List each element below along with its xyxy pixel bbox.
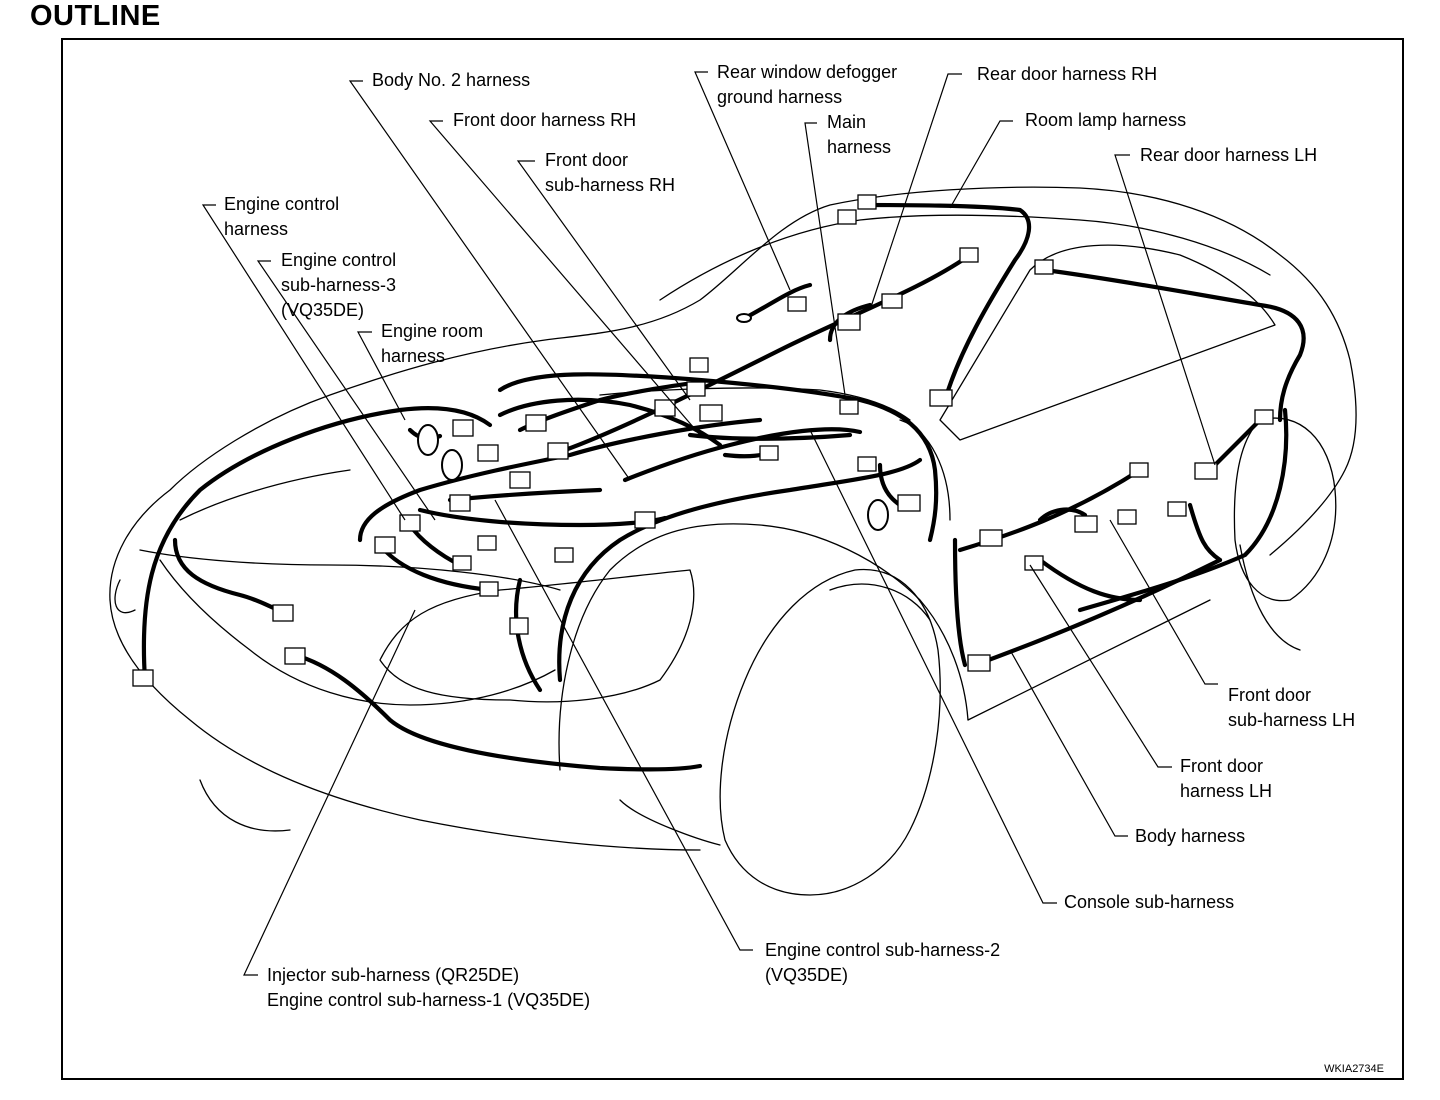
label-front-door-sub-harness-lh: Front door sub-harness LH xyxy=(1228,685,1356,730)
label-main-harness: Main harness xyxy=(827,112,892,157)
page-title: OUTLINE xyxy=(30,0,161,32)
harness-cables xyxy=(141,202,1306,772)
label-console-sub-harness: Console sub-harness xyxy=(1064,892,1235,912)
figure-code: WKIA2734E xyxy=(1324,1063,1384,1075)
label-front-door-harness-lh: Front door harness LH xyxy=(1180,756,1273,801)
label-body-harness: Body harness xyxy=(1135,826,1246,846)
label-injector-sub-harness: Injector sub-harness (QR25DE) Engine con… xyxy=(267,965,591,1010)
label-rear-door-harness-rh: Rear door harness RH xyxy=(977,64,1158,84)
label-engine-room-harness: Engine room harness xyxy=(381,321,484,366)
label-body-no2-harness: Body No. 2 harness xyxy=(372,70,531,90)
label-engine-control-sub-harness-2: Engine control sub-harness-2 (VQ35DE) xyxy=(765,940,1001,985)
connectors xyxy=(132,194,1274,687)
label-room-lamp-harness: Room lamp harness xyxy=(1025,110,1187,130)
label-engine-control-harness: Engine control harness xyxy=(224,194,340,239)
label-rear-door-harness-lh: Rear door harness LH xyxy=(1140,145,1318,165)
label-front-door-harness-rh: Front door harness RH xyxy=(453,110,637,130)
label-front-door-sub-harness-rh: Front door sub-harness RH xyxy=(545,150,676,195)
leader-lines xyxy=(201,71,1218,976)
grommets xyxy=(417,313,889,531)
label-rear-window-defogger-ground-harness: Rear window defogger ground harness xyxy=(717,62,898,107)
diagram-frame xyxy=(61,38,1404,1080)
label-engine-control-sub-harness-3: Engine control sub-harness-3 (VQ35DE) xyxy=(281,250,397,320)
